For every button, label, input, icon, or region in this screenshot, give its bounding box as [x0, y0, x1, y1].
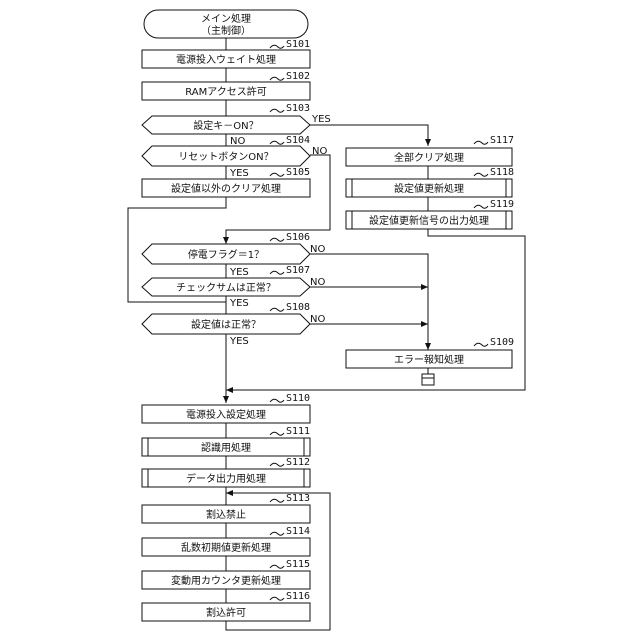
step-s110: 電源投入設定処理 — [142, 405, 310, 423]
step-number: S103 — [286, 103, 310, 114]
step-s112: データ出力用処理 — [142, 469, 310, 487]
step-label: 電源投入ウェイト処理 — [176, 53, 276, 66]
label-s106-yes: YES — [229, 267, 249, 278]
start-terminal: メイン処理 （主制御） — [144, 10, 308, 38]
step-label: RAMアクセス許可 — [185, 85, 267, 98]
step-label: 乱数初期値更新処理 — [181, 541, 271, 554]
leader-squiggle — [270, 565, 284, 568]
leader-squiggle — [270, 463, 284, 466]
step-s102: RAMアクセス許可 — [142, 82, 310, 100]
step-number: S110 — [286, 393, 310, 404]
step-number: S108 — [286, 302, 310, 313]
step-label: 停電フラグ＝1？ — [188, 248, 264, 261]
step-s101: 電源投入ウェイト処理 — [142, 50, 310, 68]
step-label: エラー報知処理 — [394, 353, 464, 366]
step-s116: 割込許可 — [142, 603, 310, 621]
step-label: リセットボタンON？ — [178, 151, 273, 163]
leader-squiggle — [270, 499, 284, 502]
step-label: 電源投入設定処理 — [186, 408, 266, 421]
step-label: 設定値更新信号の出力処理 — [369, 214, 489, 227]
leader-squiggle — [270, 173, 284, 176]
leader-squiggle — [270, 238, 284, 241]
step-number: S101 — [286, 39, 310, 50]
step-s105: 設定値以外のクリア処理 — [142, 179, 310, 197]
label-s108-yes: YES — [229, 336, 249, 347]
leader-squiggle — [270, 532, 284, 535]
step-s119: 設定値更新信号の出力処理 — [346, 211, 512, 229]
step-s109: エラー報知処理 — [346, 350, 512, 368]
step-number: S111 — [286, 426, 310, 437]
halt-icon — [422, 374, 434, 385]
step-s106: 停電フラグ＝1？ — [142, 244, 310, 264]
start-subtitle: （主制御） — [201, 24, 251, 37]
step-s103: 設定キ－ON？ — [142, 116, 310, 134]
step-label: 変動用カウンタ更新処理 — [171, 574, 281, 587]
step-number: S118 — [490, 167, 514, 178]
step-label: 割込許可 — [206, 606, 246, 619]
leader-squiggle — [270, 77, 284, 80]
step-label: 設定値は正常？ — [191, 318, 261, 331]
label-s104-no: NO — [312, 146, 327, 157]
step-s108: 設定値は正常？ — [142, 314, 310, 334]
step-label: 設定値更新処理 — [394, 182, 464, 195]
step-s115: 変動用カウンタ更新処理 — [142, 571, 310, 589]
leader-squiggle — [474, 343, 488, 346]
leader-squiggle — [270, 432, 284, 435]
step-s117: 全部クリア処理 — [346, 148, 512, 166]
label-s107-yes: YES — [229, 298, 249, 309]
step-number: S104 — [286, 135, 310, 146]
flow-line-s106-no — [310, 254, 428, 350]
flow-line-s103-yes — [310, 125, 428, 146]
step-number: S113 — [286, 493, 310, 504]
step-s104: リセットボタンON？ — [142, 146, 310, 166]
step-number: S119 — [490, 199, 514, 210]
step-label: 設定キ－ON？ — [193, 119, 258, 132]
leader-squiggle — [270, 597, 284, 600]
label-s103-yes: YES — [311, 114, 331, 125]
step-number: S114 — [286, 526, 310, 537]
step-label: 割込禁止 — [206, 508, 246, 521]
step-s118: 設定値更新処理 — [346, 179, 512, 197]
leader-squiggle — [474, 205, 488, 208]
step-s113: 割込禁止 — [142, 505, 310, 523]
label-s107-no: NO — [310, 277, 325, 288]
leader-squiggle — [474, 173, 488, 176]
step-number: S102 — [286, 71, 310, 82]
leader-squiggle — [270, 271, 284, 274]
step-label: チェックサムは正常？ — [176, 281, 276, 294]
step-label: データ出力用処理 — [186, 472, 266, 485]
leader-squiggle — [474, 141, 488, 144]
step-s114: 乱数初期値更新処理 — [142, 538, 310, 556]
step-number: S116 — [286, 591, 310, 602]
start-title: メイン処理 — [201, 12, 251, 25]
step-label: 認識用処理 — [201, 441, 251, 454]
step-label: 設定値以外のクリア処理 — [171, 182, 281, 195]
step-number: S112 — [286, 457, 310, 468]
step-s111: 認識用処理 — [142, 438, 310, 456]
step-number: S107 — [286, 265, 310, 276]
leader-squiggle — [270, 45, 284, 48]
step-s107: チェックサムは正常？ — [142, 278, 310, 296]
step-number: S109 — [490, 337, 514, 348]
step-number: S106 — [286, 232, 310, 243]
step-number: S115 — [286, 559, 310, 570]
leader-squiggle — [270, 399, 284, 402]
step-label: 全部クリア処理 — [394, 151, 464, 164]
label-s103-no: NO — [230, 136, 245, 147]
label-s104-yes: YES — [229, 168, 249, 179]
leader-squiggle — [270, 308, 284, 311]
label-s106-no: NO — [310, 244, 325, 255]
step-number: S117 — [490, 135, 514, 146]
leader-squiggle — [270, 141, 284, 144]
leader-squiggle — [270, 109, 284, 112]
label-s108-no: NO — [310, 314, 325, 325]
step-number: S105 — [286, 167, 310, 178]
